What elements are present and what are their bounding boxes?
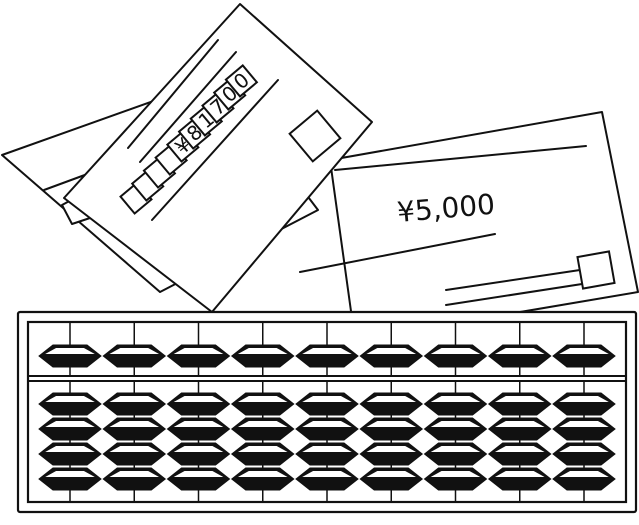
abacus-bead-highlight <box>494 348 545 354</box>
abacus-bead-highlight <box>430 421 481 427</box>
abacus-bead-highlight <box>559 396 609 402</box>
abacus-bead-highlight <box>494 446 545 452</box>
abacus-bead-highlight <box>302 446 352 452</box>
abacus-bead-highlight <box>302 348 352 354</box>
abacus-bead-highlight <box>173 421 224 427</box>
abacus-bead-highlight <box>173 348 224 354</box>
abacus-rods <box>38 323 616 501</box>
abacus-bead-highlight <box>237 421 288 427</box>
abacus-bead-highlight <box>559 348 609 354</box>
abacus-bead-highlight <box>430 471 481 477</box>
abacus-bead-highlight <box>109 348 160 354</box>
abacus-bead-highlight <box>173 396 224 402</box>
abacus-bead-highlight <box>109 421 160 427</box>
abacus-bead-highlight <box>45 348 95 354</box>
abacus-bead-highlight <box>45 471 95 477</box>
abacus-bead-highlight <box>237 471 288 477</box>
abacus-bead-highlight <box>366 348 417 354</box>
abacus-bead-highlight <box>109 471 160 477</box>
abacus-bead-highlight <box>237 348 288 354</box>
abacus-bead-highlight <box>45 396 95 402</box>
abacus-bead-highlight <box>366 421 417 427</box>
abacus-bead-highlight <box>430 446 481 452</box>
abacus-bead-highlight <box>302 421 352 427</box>
slip-amount-box <box>224 64 259 98</box>
abacus-bead-highlight <box>237 396 288 402</box>
slip-seal-box <box>288 109 342 163</box>
abacus-bead-highlight <box>366 446 417 452</box>
abacus-bead-highlight <box>494 421 545 427</box>
abacus-bead-highlight <box>109 446 160 452</box>
abacus <box>16 310 638 514</box>
abacus-bead-highlight <box>494 396 545 402</box>
abacus-bead-highlight <box>559 446 609 452</box>
abacus-bead-highlight <box>173 471 224 477</box>
check: ¥5,000 <box>299 111 639 341</box>
abacus-bead-highlight <box>45 421 95 427</box>
abacus-bead-highlight <box>237 446 288 452</box>
abacus-bead-highlight <box>366 471 417 477</box>
abacus-bead-highlight <box>302 396 352 402</box>
abacus-bead-highlight <box>302 471 352 477</box>
abacus-bead-highlight <box>109 396 160 402</box>
abacus-bead-highlight <box>173 446 224 452</box>
abacus-bead-highlight <box>494 471 545 477</box>
abacus-bead-highlight <box>366 396 417 402</box>
check-seal-box <box>576 250 616 290</box>
abacus-bead-highlight <box>559 471 609 477</box>
abacus-bead-highlight <box>430 348 481 354</box>
abacus-bead-highlight <box>430 396 481 402</box>
abacus-bead-highlight <box>559 421 609 427</box>
abacus-bead-highlight <box>45 446 95 452</box>
